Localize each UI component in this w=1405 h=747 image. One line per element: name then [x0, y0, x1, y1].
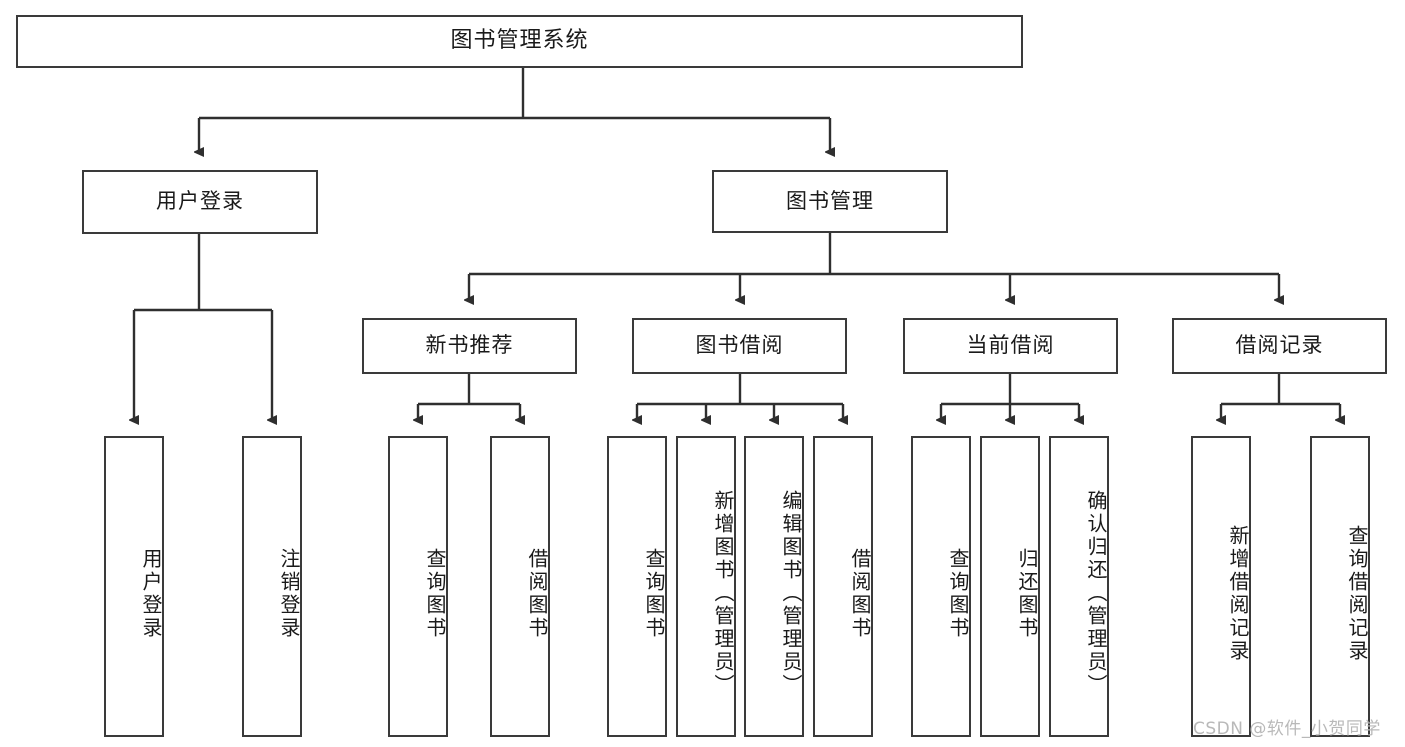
- leaf-label: 归还图书: [1015, 547, 1039, 640]
- leaf-current-borrow-confirm-return[interactable]: 确认归还（管理员）: [1049, 436, 1109, 737]
- leaf-label: 用户登录: [139, 547, 163, 640]
- leaf-book-borrow-query[interactable]: 查询图书: [607, 436, 667, 737]
- leaf-new-book-borrow[interactable]: 借阅图书: [490, 436, 550, 737]
- leaf-label: 新增借阅记录: [1226, 524, 1250, 663]
- node-user-login[interactable]: 用户登录: [82, 170, 318, 234]
- leaf-label: 确认归还（管理员）: [1084, 490, 1108, 697]
- node-book-borrow-label: 图书借阅: [695, 333, 784, 358]
- node-user-login-label: 用户登录: [156, 189, 244, 214]
- leaf-label: 借阅图书: [525, 547, 549, 640]
- node-book-borrow[interactable]: 图书借阅: [632, 318, 847, 374]
- leaf-label: 新增图书（管理员）: [711, 490, 735, 697]
- node-root-label: 图书管理系统: [450, 28, 589, 54]
- node-borrow-record-label: 借阅记录: [1235, 333, 1324, 358]
- node-new-book-recommend-label: 新书推荐: [425, 333, 514, 358]
- leaf-label: 借阅图书: [848, 547, 872, 640]
- leaf-book-borrow-add[interactable]: 新增图书（管理员）: [676, 436, 736, 737]
- leaf-current-borrow-query[interactable]: 查询图书: [911, 436, 971, 737]
- leaf-new-book-query[interactable]: 查询图书: [388, 436, 448, 737]
- leaf-current-borrow-return[interactable]: 归还图书: [980, 436, 1040, 737]
- leaf-book-borrow-edit[interactable]: 编辑图书（管理员）: [744, 436, 804, 737]
- leaf-user-login-login[interactable]: 用户登录: [104, 436, 164, 737]
- leaf-borrow-record-query[interactable]: 查询借阅记录: [1310, 436, 1370, 737]
- leaf-user-login-logout[interactable]: 注销登录: [242, 436, 302, 737]
- leaf-label: 查询图书: [946, 547, 970, 640]
- node-book-management-label: 图书管理: [786, 188, 874, 213]
- node-current-borrow[interactable]: 当前借阅: [903, 318, 1118, 374]
- node-new-book-recommend[interactable]: 新书推荐: [362, 318, 577, 374]
- leaf-label: 查询图书: [423, 547, 447, 640]
- node-book-management[interactable]: 图书管理: [712, 170, 948, 233]
- node-borrow-record[interactable]: 借阅记录: [1172, 318, 1387, 374]
- leaf-label: 注销登录: [277, 547, 301, 640]
- csdn-watermark: CSDN @软件_小贺同学: [1193, 719, 1381, 739]
- leaf-label: 查询借阅记录: [1345, 524, 1369, 663]
- leaf-borrow-record-add[interactable]: 新增借阅记录: [1191, 436, 1251, 737]
- leaf-label: 编辑图书（管理员）: [779, 490, 803, 697]
- leaf-book-borrow-borrow[interactable]: 借阅图书: [813, 436, 873, 737]
- leaf-label: 查询图书: [642, 547, 666, 640]
- node-root-system[interactable]: 图书管理系统: [16, 15, 1023, 68]
- node-current-borrow-label: 当前借阅: [966, 333, 1055, 358]
